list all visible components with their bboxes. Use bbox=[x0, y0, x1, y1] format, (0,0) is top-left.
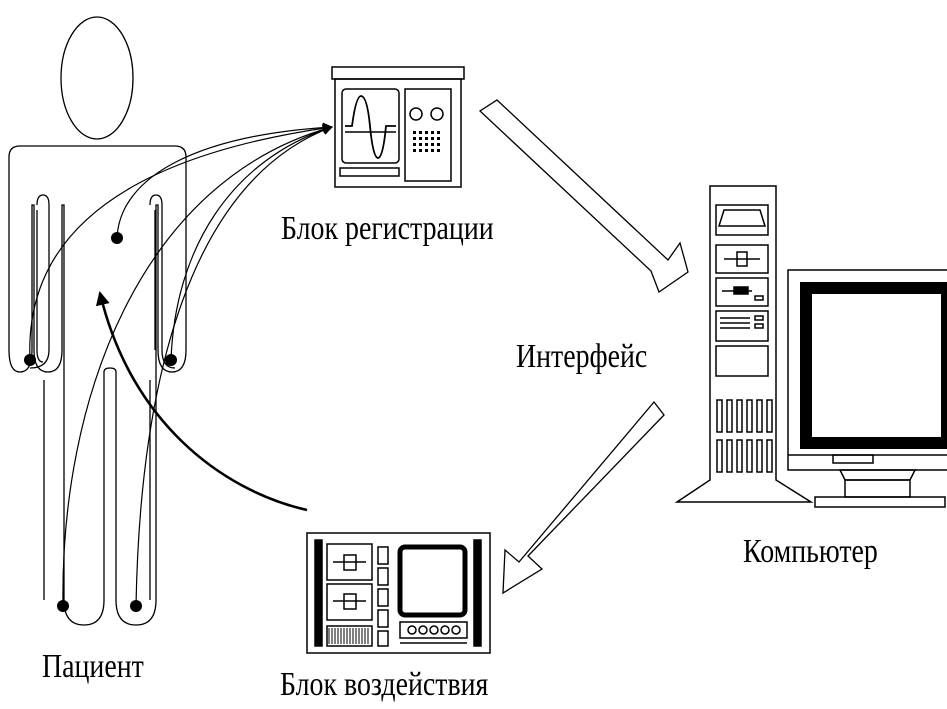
interface-label: Интерфейс bbox=[516, 338, 648, 375]
tower-drive-3-button bbox=[733, 286, 749, 295]
stimulation-dial-4 bbox=[440, 625, 450, 635]
registration-bottom-strip bbox=[339, 167, 400, 177]
computer-monitor-screen bbox=[800, 282, 947, 449]
stimulation-grille bbox=[326, 625, 373, 647]
stimulation-key-2 bbox=[377, 567, 389, 586]
stimulation-dial-3 bbox=[429, 625, 439, 635]
patient-left-arm bbox=[36, 210, 44, 363]
interface-arrow-upper bbox=[478, 99, 689, 294]
registration-knob-2 bbox=[430, 107, 444, 121]
monitor-stand bbox=[838, 469, 917, 481]
tower-drive-3-led bbox=[754, 295, 764, 301]
patient-right-arm-outline bbox=[149, 194, 176, 369]
stimulation-key-3 bbox=[377, 588, 389, 607]
monitor-base bbox=[814, 496, 946, 508]
stimulation-module-2 bbox=[326, 583, 373, 621]
lead-wires bbox=[29, 122, 333, 607]
monitor-neck bbox=[844, 479, 911, 498]
patient-head bbox=[60, 16, 134, 140]
registration-screen bbox=[341, 88, 400, 164]
stimulation-key-5 bbox=[377, 630, 389, 647]
interface-arrow-lower bbox=[502, 400, 665, 595]
registration-top-bar bbox=[331, 66, 465, 80]
stimulation-dial-1 bbox=[407, 625, 417, 635]
patient-label: Пациент bbox=[42, 648, 144, 685]
tower-drive-1-detail bbox=[717, 209, 767, 227]
monitor-button bbox=[832, 454, 874, 464]
stimulation-device bbox=[306, 532, 491, 654]
stimulation-screen bbox=[397, 544, 468, 618]
registration-panel bbox=[404, 88, 452, 182]
patient-body bbox=[8, 145, 187, 626]
registration-body bbox=[334, 78, 462, 188]
tower-drive-2 bbox=[715, 244, 769, 274]
lead-wire-left-hand bbox=[29, 123, 333, 361]
stimulation-dial-2 bbox=[418, 625, 428, 635]
registration-block-label: Блок регистрации bbox=[281, 210, 494, 247]
tower-drive-4 bbox=[715, 310, 769, 342]
module-2-button bbox=[343, 593, 357, 610]
registration-knob-1 bbox=[409, 107, 423, 121]
tower-drive-4-led-1 bbox=[754, 315, 764, 321]
patient-figure bbox=[8, 16, 187, 626]
lead-wire-right-foot bbox=[135, 125, 333, 607]
tower-drive-4-led-2 bbox=[754, 323, 764, 329]
stimulation-block-label: Блок воздействия bbox=[280, 666, 489, 703]
stimulation-module-1 bbox=[326, 543, 373, 581]
lead-wire-right-hand bbox=[170, 125, 333, 361]
tower-vents bbox=[716, 399, 773, 473]
computer-label: Компьютер bbox=[743, 533, 878, 570]
stimulation-body bbox=[306, 532, 491, 654]
computer-device bbox=[674, 185, 947, 508]
stimulation-key-1 bbox=[377, 546, 389, 565]
lead-wire-left-foot bbox=[62, 124, 333, 607]
stimulation-right-bar bbox=[473, 539, 482, 647]
stimulation-left-bar bbox=[314, 539, 323, 647]
registration-keypad bbox=[413, 131, 440, 152]
electrodes bbox=[24, 232, 177, 612]
lead-wire-chest bbox=[116, 122, 333, 239]
tower-drive-2-button bbox=[736, 251, 748, 267]
tower-bay bbox=[715, 345, 769, 377]
patient-left-arm-outline bbox=[29, 194, 50, 369]
computer-tower bbox=[674, 185, 814, 503]
stimulation-dial-panel bbox=[399, 621, 468, 639]
tower-drive-1 bbox=[715, 204, 769, 236]
registration-device bbox=[331, 66, 465, 188]
registration-waveform bbox=[345, 95, 396, 159]
stimulation-dial-5 bbox=[451, 625, 461, 635]
stimulation-arrow bbox=[95, 291, 308, 512]
stimulation-key-4 bbox=[377, 609, 389, 628]
module-1-button bbox=[343, 554, 357, 571]
tower-drive-3 bbox=[715, 277, 769, 307]
